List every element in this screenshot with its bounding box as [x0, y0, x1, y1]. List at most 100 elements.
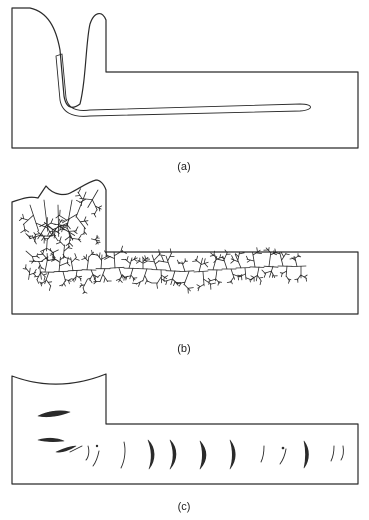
panel-b-caption: (b) — [177, 343, 190, 355]
dendrite-branch — [144, 261, 148, 263]
dendrite-branch — [159, 255, 165, 256]
crack-mark — [331, 446, 334, 461]
dendrite-branch — [198, 284, 204, 288]
dendrite-branch — [62, 227, 65, 228]
dendrite-branch — [159, 250, 160, 255]
dendrite-branch — [304, 275, 307, 277]
crack-mark — [170, 440, 176, 469]
dendrite-branch — [138, 269, 152, 270]
dendrite-branch — [148, 281, 152, 283]
dendrite-branch — [210, 255, 213, 256]
crack-mark — [304, 441, 309, 468]
dendrite-branch — [97, 275, 100, 277]
dendrite-branch — [157, 284, 158, 289]
dendrite-branch — [127, 257, 128, 261]
dendrite-branch — [257, 248, 258, 252]
dendrite-branch — [218, 282, 219, 285]
dendrite-branch — [83, 280, 87, 288]
dendrite-branch — [68, 270, 82, 271]
crack-mark — [280, 449, 286, 464]
dendrite-branch — [246, 278, 251, 280]
dendrite-branch — [30, 205, 39, 231]
dendrite-branch — [74, 231, 78, 233]
dendrite-branch — [272, 274, 273, 277]
dendrite-branch — [295, 255, 299, 258]
dendrite-branch — [101, 255, 102, 269]
dendrite-branch — [84, 217, 86, 221]
dendrite-branch — [37, 280, 39, 284]
dendrite-branch — [67, 200, 72, 229]
dendrite-branch — [110, 267, 124, 268]
dendrite-branch — [152, 255, 157, 270]
dendrite-branch — [56, 242, 60, 244]
dendrite-branch — [180, 271, 194, 272]
dendrite-branch — [231, 281, 232, 284]
dendrite-branch — [199, 258, 203, 272]
dendrite-branch — [58, 205, 59, 237]
dendrite-branch — [92, 213, 95, 214]
dendrite-branch — [92, 250, 93, 253]
dendrite-branch — [75, 254, 77, 258]
dendrite-branch — [78, 276, 81, 277]
dendrite-branch — [194, 271, 208, 272]
panel-a-caption: (a) — [177, 161, 190, 173]
dendrite-branch — [209, 281, 210, 284]
crack-mark — [341, 446, 343, 460]
dendrite-branch — [76, 200, 80, 202]
dendrite-branch — [67, 263, 70, 266]
dendrite-branch — [132, 283, 137, 284]
crack-mark — [121, 442, 125, 468]
dendrite-branch — [92, 200, 97, 210]
dendrite-branch — [281, 274, 282, 277]
dendrite-branch — [174, 282, 176, 286]
dendrite-branch — [86, 255, 87, 259]
dendrite-branch — [26, 251, 33, 257]
dendrite-branch — [60, 237, 61, 241]
dendrite-branch — [54, 236, 58, 241]
dendrite-branch — [41, 233, 45, 240]
dendrite-branch — [274, 254, 277, 255]
dendrite-branch — [87, 256, 89, 269]
dendrite-branch — [239, 253, 244, 254]
dendrite-branch — [213, 256, 217, 269]
dendrite-branch — [250, 267, 264, 268]
crack-mark — [230, 440, 235, 469]
dendrite-branch — [166, 271, 180, 272]
panel-c: (c) — [12, 374, 358, 513]
dendrite-branch — [204, 259, 205, 264]
dendrite-branch — [155, 261, 159, 264]
dendrite-branch — [161, 270, 162, 283]
dendrite-branch — [104, 278, 105, 282]
panel-c-cracks — [38, 411, 343, 469]
dendrite-branch — [49, 286, 50, 291]
dendrite-branch — [184, 284, 190, 291]
dendrite-branch — [280, 273, 283, 274]
dendrite-branch — [134, 259, 137, 261]
dendrite-branch — [69, 243, 72, 247]
dendrite-branch — [46, 280, 51, 286]
dendrite-branch — [119, 268, 122, 278]
dendrite-branch — [78, 189, 80, 193]
dendrite-branch — [205, 263, 208, 267]
dendrite-branch — [195, 260, 201, 264]
dendrite-branch — [39, 282, 42, 283]
dendrite-branch — [44, 277, 45, 281]
dendrite-branch — [81, 233, 84, 235]
dendrite-branch — [81, 283, 83, 285]
dendrite-branch — [76, 196, 81, 197]
dendrite-branch — [33, 274, 35, 276]
dendrite-branch — [286, 254, 290, 255]
dendrite-branch — [188, 288, 194, 289]
dendrite-branch — [197, 285, 200, 287]
dendrite-branch — [94, 210, 97, 215]
crack-mark — [86, 446, 89, 460]
dendrite-branch — [90, 280, 92, 283]
dendrite-branch — [193, 261, 197, 262]
dendrite-branch — [58, 226, 74, 236]
dendrite-branch — [43, 274, 47, 275]
dendrite-branch — [247, 260, 250, 262]
crack-dot — [96, 445, 98, 447]
crack-mark — [38, 438, 64, 441]
panel-a: (a) — [12, 8, 358, 173]
dendrite-branch — [281, 253, 283, 257]
